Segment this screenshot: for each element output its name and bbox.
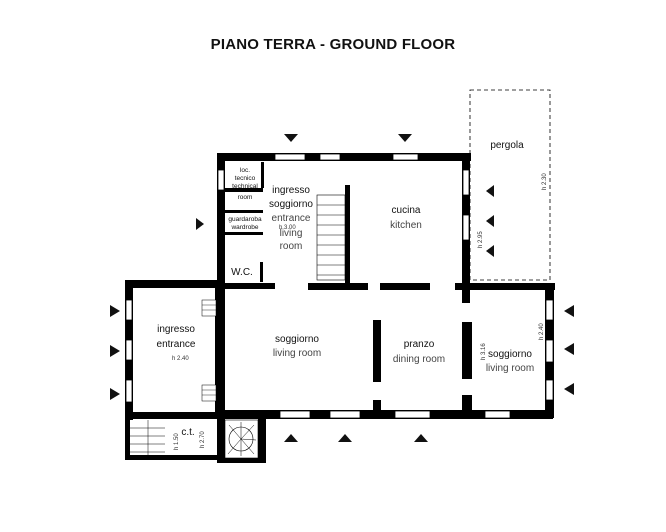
height-316: h 3.16	[481, 343, 487, 360]
label-room-1: room	[280, 241, 303, 252]
height-240-west: h 2.40	[172, 356, 189, 362]
label-ingresso-west: ingresso	[157, 324, 195, 335]
label-room: room	[238, 194, 253, 201]
label-ingresso-1: ingresso	[272, 185, 310, 196]
arrow-south-1	[284, 434, 298, 442]
arrow-north-1	[284, 134, 298, 142]
height-300: h 3.00	[279, 225, 296, 231]
label-dining: dining room	[393, 354, 445, 365]
label-entrance-west: entrance	[157, 339, 196, 350]
label-living-1: living	[280, 228, 303, 239]
arrow-south-3	[414, 434, 428, 442]
room-labels: loc. tecnico technical room guardaroba w…	[157, 140, 535, 438]
arrow-east-2	[564, 343, 574, 355]
height-270: h 2.70	[200, 431, 206, 448]
label-soggiorno-center: soggiorno	[275, 334, 319, 345]
label-entrance-1: entrance	[272, 213, 311, 224]
ct-stair	[130, 420, 165, 455]
label-technical: technical	[232, 183, 258, 190]
arrow-east-3	[564, 383, 574, 395]
label-soggiorno-east: soggiorno	[488, 349, 532, 360]
spiral-staircase	[224, 419, 259, 459]
label-loc: loc.	[240, 167, 250, 174]
label-wardrobe: wardrobe	[230, 224, 258, 231]
arrow-pergola-1	[486, 185, 494, 197]
west-steps	[201, 299, 217, 402]
pergola-outline	[469, 89, 551, 281]
arrow-west-3	[110, 388, 120, 400]
label-living-center: living room	[273, 348, 321, 359]
arrow-west-2	[110, 345, 120, 357]
height-150: h 1.50	[174, 433, 180, 450]
height-295: h 2.95	[478, 231, 484, 248]
label-kitchen: kitchen	[390, 220, 422, 231]
arrow-north-2	[398, 134, 412, 142]
entrance-arrows	[110, 134, 574, 442]
label-guardaroba: guardaroba	[228, 216, 262, 223]
label-wc: W.C.	[231, 267, 253, 278]
height-240-east: h 2.40	[539, 323, 545, 340]
arrow-west-1	[110, 305, 120, 317]
label-soggiorno-1: soggiorno	[269, 199, 313, 210]
arrow-pergola-2	[486, 215, 494, 227]
height-230: h 2.30	[542, 173, 548, 190]
plan-title: PIANO TERRA - GROUND FLOOR	[210, 36, 456, 53]
label-tecnico: tecnico	[235, 175, 256, 182]
height-notes: h 3.00 h 2.40 h 2.95 h 2.30 h 3.16 h 2.4…	[172, 173, 548, 450]
arrow-east-1	[564, 305, 574, 317]
main-staircase	[316, 194, 346, 281]
arrow-west-top	[196, 218, 204, 230]
arrow-pergola-3	[486, 245, 494, 257]
label-pranzo: pranzo	[404, 339, 435, 350]
arrow-south-2	[338, 434, 352, 442]
label-cucina: cucina	[392, 205, 421, 216]
windows	[125, 153, 554, 419]
label-pergola: pergola	[490, 140, 524, 151]
label-living-east: living room	[486, 363, 534, 374]
label-ct: c.t.	[181, 427, 194, 438]
